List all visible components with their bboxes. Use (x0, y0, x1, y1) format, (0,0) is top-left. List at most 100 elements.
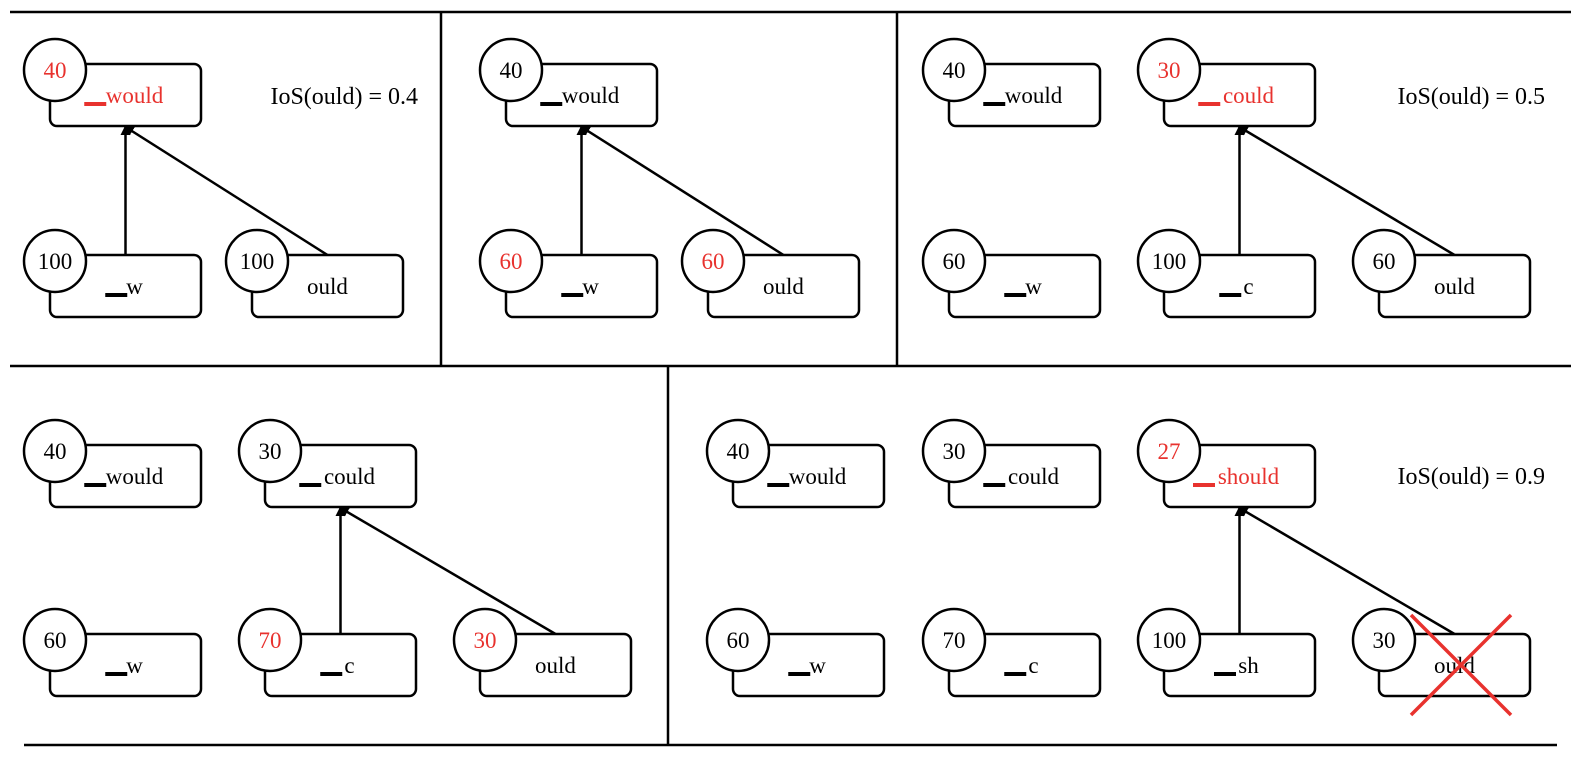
word-boundary-mark (540, 102, 563, 106)
token-node-w: w60 (921, 228, 1102, 319)
count-circle (705, 418, 771, 484)
count-circle (921, 228, 987, 294)
token-label: could (324, 464, 376, 489)
token-label: ould (1434, 274, 1475, 299)
word-boundary-mark (1219, 293, 1242, 297)
token-node-ould: ould 30 (452, 607, 633, 698)
merge-arrow-ould-to-would (123, 125, 329, 257)
count-circle (921, 607, 987, 673)
token-label: c (1028, 653, 1038, 678)
count-value: 30 (1158, 58, 1181, 83)
word-boundary-mark (105, 672, 128, 676)
count-circle (237, 418, 303, 484)
word-boundary-mark (561, 293, 584, 297)
count-value: 30 (1373, 628, 1396, 653)
token-label: could (1223, 83, 1275, 108)
token-label: w (126, 274, 143, 299)
word-boundary-mark (105, 293, 128, 297)
count-value: 70 (943, 628, 966, 653)
count-circle (22, 228, 88, 294)
merge-arrow-ould-to-should (1237, 506, 1456, 636)
word-boundary-mark (84, 483, 107, 487)
word-boundary-mark (983, 102, 1006, 106)
token-node-could: could 30 (237, 418, 418, 509)
word-boundary-mark (299, 483, 322, 487)
count-value: 40 (727, 439, 750, 464)
token-node-could: could 30 (1136, 37, 1317, 128)
word-boundary-mark (1004, 672, 1027, 676)
count-value: 40 (44, 58, 67, 83)
count-value: 100 (1152, 249, 1187, 274)
panel-4: would 40 could 30 w 60 c70 ould 30 (22, 418, 633, 698)
word-boundary-mark (767, 483, 790, 487)
ios-score-label: IoS(ould) = 0.5 (1397, 84, 1545, 110)
token-label: would (106, 464, 164, 489)
token-label: w (126, 653, 143, 678)
count-value: 100 (1152, 628, 1187, 653)
count-value: 60 (1373, 249, 1396, 274)
token-node-c: c70 (237, 607, 418, 698)
count-circle (921, 37, 987, 103)
word-boundary-mark (983, 483, 1006, 487)
token-label: sh (1238, 653, 1259, 678)
count-value: 30 (943, 439, 966, 464)
token-node-would: would 40 (705, 418, 886, 509)
token-label: c (1243, 274, 1253, 299)
token-label: c (344, 653, 354, 678)
count-value: 27 (1158, 439, 1181, 464)
count-circle (1136, 607, 1202, 673)
count-circle (921, 418, 987, 484)
ios-score-label: IoS(ould) = 0.9 (1397, 464, 1545, 490)
count-value: 60 (44, 628, 67, 653)
merge-edges (335, 506, 557, 636)
count-circle (22, 418, 88, 484)
word-boundary-mark (1004, 293, 1027, 297)
count-circle (1136, 228, 1202, 294)
merge-arrow-ould-to-could (338, 506, 557, 636)
count-value: 60 (727, 628, 750, 653)
token-node-sh: sh 100 (1136, 607, 1317, 698)
count-circle (478, 37, 544, 103)
count-value: 30 (474, 628, 497, 653)
word-boundary-mark (1193, 483, 1215, 487)
count-circle (705, 607, 771, 673)
token-node-w: w 60 (22, 607, 203, 698)
token-label: ould (535, 653, 576, 678)
count-value: 60 (500, 249, 523, 274)
merge-edges (576, 125, 785, 257)
count-circle (1136, 418, 1202, 484)
word-boundary-mark (1198, 102, 1221, 106)
token-label: w (809, 653, 826, 678)
word-boundary-mark (320, 672, 343, 676)
token-label: would (562, 83, 620, 108)
token-label: ould (307, 274, 348, 299)
count-circle (478, 228, 544, 294)
count-value: 100 (240, 249, 275, 274)
count-circle (1351, 228, 1417, 294)
word-boundary-mark (84, 102, 107, 106)
count-circle (224, 228, 290, 294)
count-value: 40 (44, 439, 67, 464)
token-label: would (789, 464, 847, 489)
token-label: w (582, 274, 599, 299)
token-node-ould: ould 100 (224, 228, 405, 319)
count-circle (1351, 607, 1417, 673)
count-value: 60 (702, 249, 725, 274)
count-circle (452, 607, 518, 673)
token-label: would (106, 83, 164, 108)
word-boundary-mark (788, 672, 811, 676)
word-boundary-mark (1214, 672, 1236, 676)
count-circle (22, 37, 88, 103)
merge-edges (1234, 125, 1456, 257)
count-value: 30 (259, 439, 282, 464)
